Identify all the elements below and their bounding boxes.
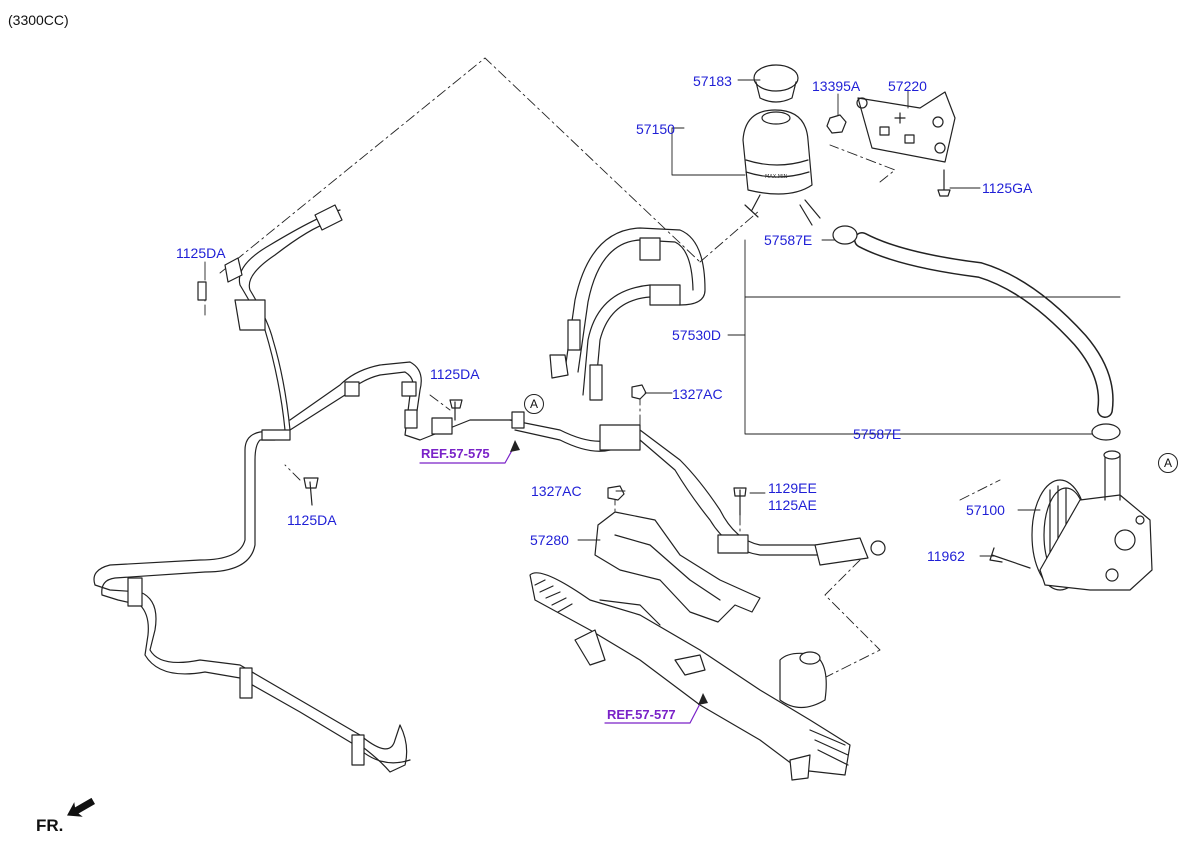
part-label-57587e-top: 57587E (764, 232, 813, 248)
nut-1327ac-mid (607, 485, 625, 501)
power-steering-pump (1031, 450, 1153, 591)
leader-lines (204, 79, 1121, 557)
part-label-57100: 57100 (966, 502, 1005, 518)
bracket (856, 91, 956, 163)
ref-link-57-575[interactable]: REF.57-575 (421, 446, 490, 461)
bolt-1129ee (733, 487, 747, 516)
part-label-1125da-mid: 1125DA (430, 366, 480, 382)
part-label-57280: 57280 (530, 532, 569, 548)
part-label-1125da-left: 1125DA (176, 245, 226, 261)
part-label-1125da-low: 1125DA (287, 512, 337, 528)
return-hose (832, 225, 1121, 441)
engine-label: (3300CC) (8, 12, 69, 28)
nut-13395a (826, 114, 847, 134)
part-label-57220: 57220 (888, 78, 927, 94)
arrow-icon (67, 797, 95, 817)
part-label-57530d: 57530D (672, 327, 722, 343)
heat-shield (594, 511, 761, 623)
part-label-13395a: 13395A (812, 78, 861, 94)
part-label-1129ee: 1129EE (768, 480, 817, 496)
pressure-line-upper (549, 227, 706, 401)
return-line-left (197, 204, 343, 431)
front-direction-label: FR. (36, 816, 64, 835)
bolt-1125da-low (303, 477, 319, 506)
part-label-1125ae: 1125AE (768, 497, 817, 513)
nut-1327ac-top (631, 384, 647, 400)
part-label-11962: 11962 (927, 548, 965, 564)
part-label-57183: 57183 (693, 73, 732, 89)
reference-lines (204, 57, 1001, 681)
bolt-11962 (989, 547, 1031, 569)
steering-gear (529, 572, 851, 781)
callout-a-right: A (1158, 453, 1178, 473)
ref-link-57-577[interactable]: REF.57-577 (607, 707, 676, 722)
cooler-lines (93, 361, 886, 773)
bolt-1125ga (937, 169, 951, 197)
callout-a-left: A (524, 394, 544, 414)
part-label-1327ac-mid: 1327AC (531, 483, 582, 499)
part-label-1327ac-top: 1327AC (672, 386, 723, 402)
part-label-1125ga: 1125GA (982, 180, 1033, 196)
part-label-57587e-bottom: 57587E (853, 426, 902, 442)
ref575-arrowhead (510, 440, 520, 452)
reservoir: MAX MIN (742, 109, 821, 226)
ref577-arrowhead (698, 693, 708, 705)
part-label-57150: 57150 (636, 121, 675, 137)
reservoir-cap (753, 64, 799, 103)
bolt-1125da-mid (449, 399, 463, 421)
svg-text:MAX MIN: MAX MIN (765, 174, 788, 180)
